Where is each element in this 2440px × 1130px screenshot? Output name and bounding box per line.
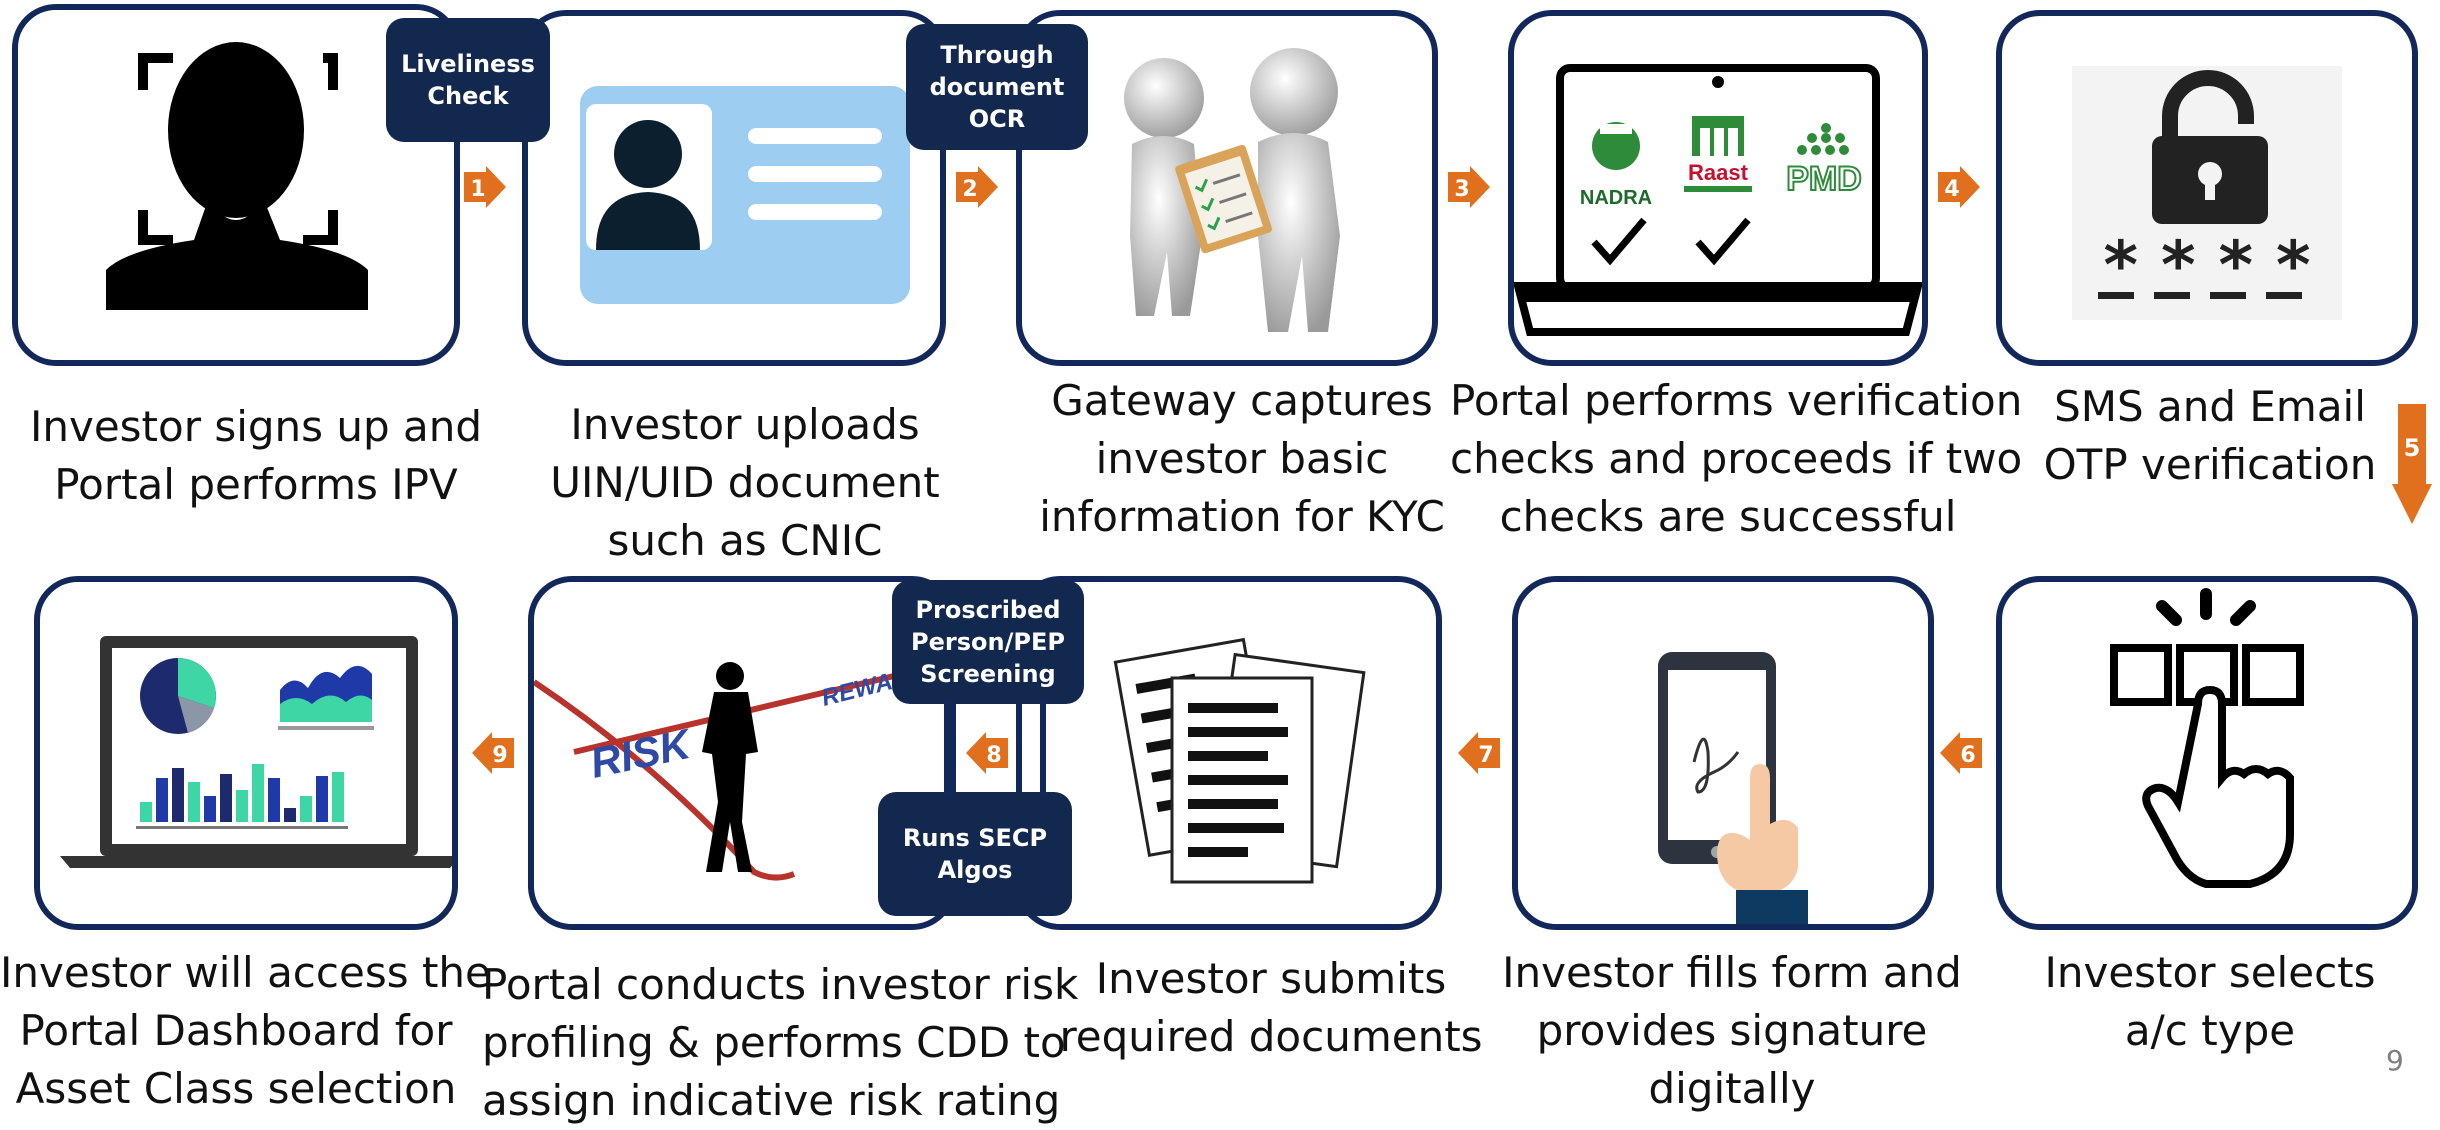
step-2-box — [522, 10, 946, 366]
svg-text:3: 3 — [1454, 177, 1469, 202]
step-9-box — [34, 576, 458, 930]
step-5-box: * * * * — [1996, 10, 2418, 366]
step-arrow-8: 8 — [966, 732, 1008, 774]
step-arrow-5: 5 — [2392, 404, 2432, 524]
svg-text:4: 4 — [1944, 177, 1959, 202]
step-4-box: NADRA Raast PMD — [1508, 10, 1928, 366]
nadra-logo: NADRA — [1580, 122, 1652, 209]
select-option-icon — [2110, 588, 2304, 888]
page-number: 9 — [2386, 1044, 2404, 1077]
svg-text:7: 7 — [1478, 743, 1493, 768]
step-arrow-4: 4 — [1938, 166, 1980, 208]
svg-text:8: 8 — [986, 743, 1001, 768]
dashboard-laptop-icon — [60, 636, 452, 868]
check-icon — [1591, 217, 1647, 266]
step-arrow-6: 6 — [1940, 732, 1982, 774]
id-card-icon — [580, 86, 910, 304]
svg-text:2: 2 — [962, 177, 977, 202]
padlock-otp-icon: * * * * — [2072, 66, 2342, 320]
svg-text:9: 9 — [492, 743, 507, 768]
step-arrow-2: 2 — [956, 166, 998, 208]
svg-text:NADRA: NADRA — [1580, 187, 1652, 209]
check-icon — [1695, 217, 1751, 266]
step-arrow-9: 9 — [472, 732, 514, 774]
step-arrow-1: 1 — [464, 166, 506, 208]
step-arrow-3: 3 — [1448, 166, 1490, 208]
step-arrow-7: 7 — [1458, 732, 1500, 774]
laptop-verification-icon: NADRA Raast PMD — [1514, 64, 1922, 336]
documents-icon — [1113, 637, 1366, 884]
tablet-signature-icon — [1658, 652, 1808, 924]
svg-text:Raast: Raast — [1688, 160, 1749, 185]
svg-text:PMD: PMD — [1786, 160, 1862, 198]
handshake-clipboard-icon — [1124, 48, 1340, 332]
svg-text:* * * *: * * * * — [2104, 227, 2311, 304]
pmd-logo: PMD — [1785, 123, 1863, 199]
face-scan-icon — [106, 42, 368, 310]
step-1-box — [12, 4, 460, 366]
badge-connector — [1040, 700, 1046, 796]
svg-text:5: 5 — [2404, 434, 2421, 462]
badge-connector — [944, 700, 950, 796]
svg-text:6: 6 — [1960, 743, 1975, 768]
svg-text:1: 1 — [470, 177, 485, 202]
step-3-box — [1016, 10, 1438, 366]
step-7-box — [1016, 576, 1442, 930]
step-6-box — [1512, 576, 1934, 930]
raast-logo: Raast — [1684, 116, 1752, 192]
step-10-box — [1996, 576, 2418, 930]
